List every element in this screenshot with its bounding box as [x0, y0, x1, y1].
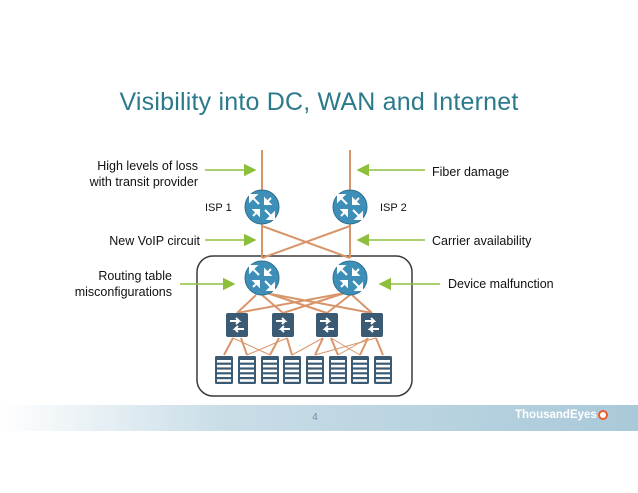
- server-icon: [238, 356, 256, 384]
- label-routing-line2: misconfigurations: [74, 285, 172, 299]
- server-icon: [374, 356, 392, 384]
- core-router-left-icon: [244, 260, 280, 296]
- server-icon: [283, 356, 301, 384]
- server-icon: [351, 356, 369, 384]
- switch-icon: [226, 313, 248, 337]
- label-high-loss-line1: High levels of loss: [97, 159, 198, 173]
- eye-icon: [597, 410, 608, 420]
- isp2-label: ISP 2: [380, 202, 407, 214]
- label-carrier: Carrier availability: [432, 234, 532, 248]
- switch-icon: [316, 313, 338, 337]
- server-icon: [215, 356, 233, 384]
- server-rack-group: [215, 356, 392, 384]
- label-voip: New VoIP circuit: [109, 234, 200, 248]
- annotation-arrows: [180, 163, 440, 291]
- label-high-loss: High levels of loss with transit provide…: [70, 158, 198, 190]
- isp2-router-icon: [332, 189, 368, 225]
- label-routing: Routing table misconfigurations: [60, 268, 172, 300]
- network-links: [223, 150, 384, 356]
- server-icon: [261, 356, 279, 384]
- server-icon: [329, 356, 347, 384]
- core-router-right-icon: [332, 260, 368, 296]
- page-number: 4: [312, 412, 318, 423]
- isp1-label: ISP 1: [205, 202, 232, 214]
- logo-text-part2: Eyes: [569, 409, 597, 421]
- footer-bar: [0, 405, 638, 431]
- label-routing-line1: Routing table: [98, 269, 172, 283]
- switch-icon: [361, 313, 383, 337]
- thousandeyes-logo: ThousandEyes: [515, 409, 608, 425]
- label-device: Device malfunction: [448, 277, 554, 291]
- isp1-router-icon: [244, 189, 280, 225]
- label-high-loss-line2: with transit provider: [89, 175, 198, 189]
- server-icon: [306, 356, 324, 384]
- logo-text-part1: Thousand: [515, 409, 570, 421]
- label-fiber: Fiber damage: [432, 165, 510, 179]
- datacenter-boundary: [196, 255, 413, 397]
- switch-icon: [272, 313, 294, 337]
- slide-title: Visibility into DC, WAN and Internet: [119, 88, 519, 116]
